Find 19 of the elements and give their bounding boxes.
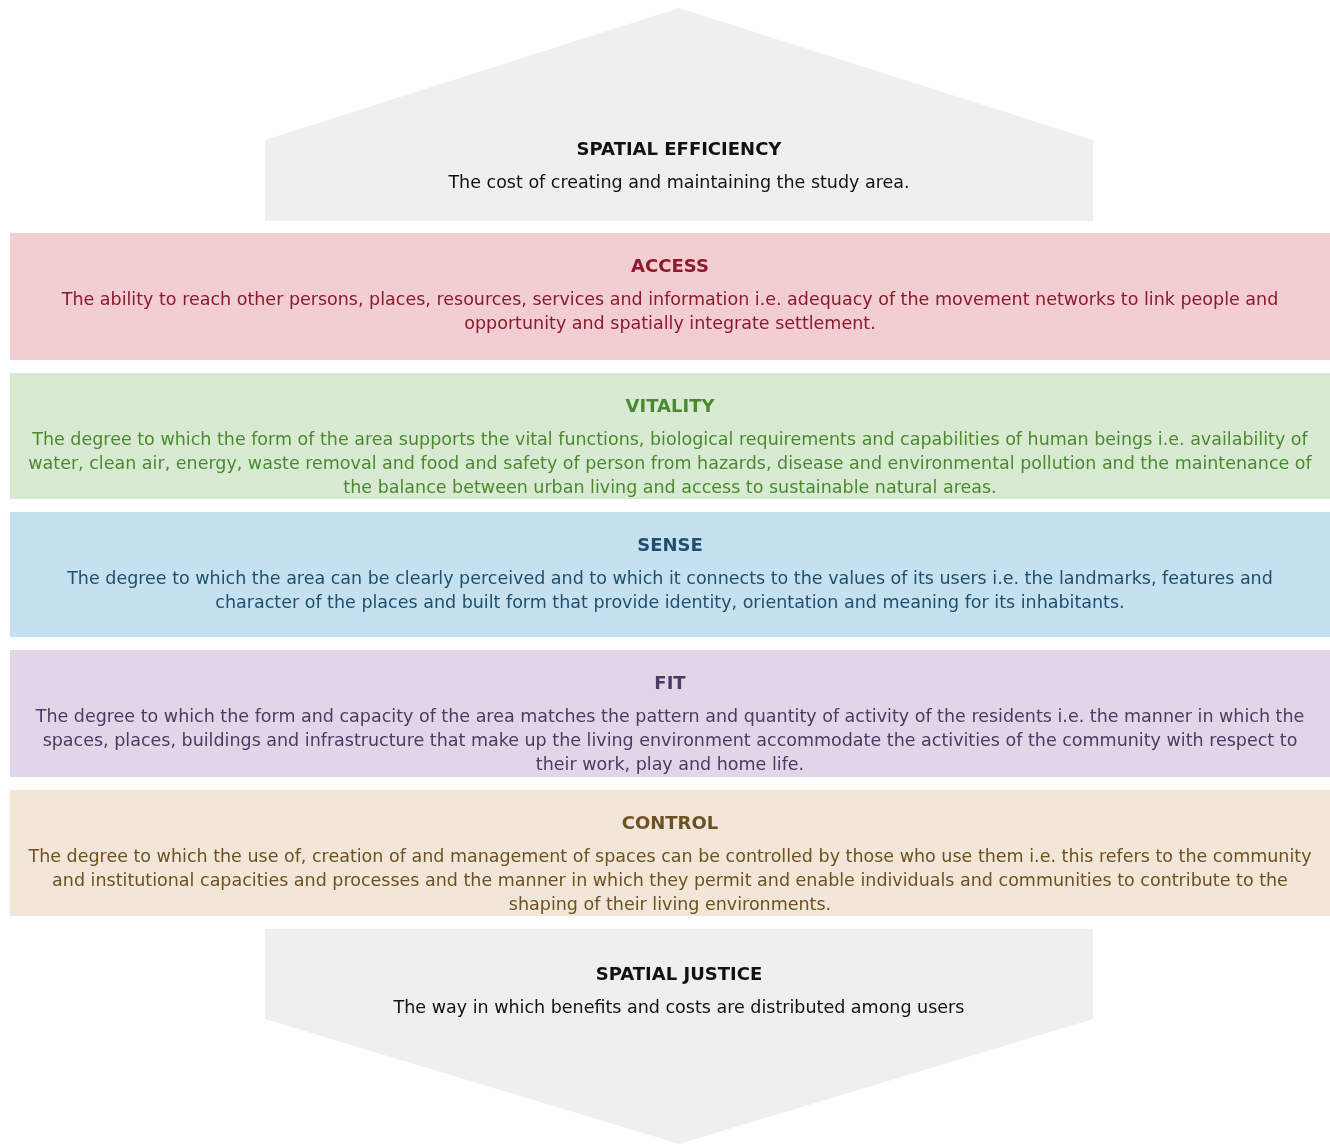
band-heading: SPATIAL EFFICIENCY <box>575 138 783 159</box>
band-description: The degree to which the form and capacity of the area matches the pattern and quantity of activity of the residents i.e. the manner in which the spaces, places, buildings and infrastructure that make up the living environment accommodate the activities of the community with respect to their work, play and home life. <box>34 705 1306 776</box>
band-heading: ACCESS <box>630 255 710 276</box>
band-heading: SENSE <box>636 534 704 555</box>
band-description: The degree to which the use of, creation of and management of spaces can be controlled by those who use them i.e. this refers to the community and institutional capacities and processes and the manner in which they permit and enable individuals and communities to contribute to the shaping of their living environments. <box>27 845 1313 916</box>
band-heading: FIT <box>653 672 687 693</box>
band-description: The way in which benefits and costs are distributed among users <box>392 996 966 1019</box>
category-band <box>10 790 1330 916</box>
band-description: The cost of creating and maintaining the study area. <box>447 171 911 194</box>
band-heading: SPATIAL JUSTICE <box>594 963 764 984</box>
category-band <box>10 650 1330 777</box>
category-band <box>10 512 1330 637</box>
band-description: The ability to reach other persons, places, resources, services and information i.e. adequacy of the movement networks to link people and opportunity and spatially integrate settlement. <box>60 288 1280 335</box>
category-band <box>10 233 1330 360</box>
band-description: The degree to which the form of the area supports the vital functions, biological requirements and capabilities of human beings i.e. availability of water, clean air, energy, waste removal and food and safety of person from hazards, disease and environmental pollution and the maintenance of the balance between urban living and access to sustainable natural areas. <box>27 428 1313 499</box>
band-heading: VITALITY <box>624 395 716 416</box>
band-heading: CONTROL <box>620 812 720 833</box>
category-band <box>10 373 1330 499</box>
band-description: The degree to which the area can be clearly perceived and to which it connects to the values of its users i.e. the landmarks, features and character of the places and built form that provide identity, orientation and meaning for its inhabitants. <box>66 567 1274 614</box>
